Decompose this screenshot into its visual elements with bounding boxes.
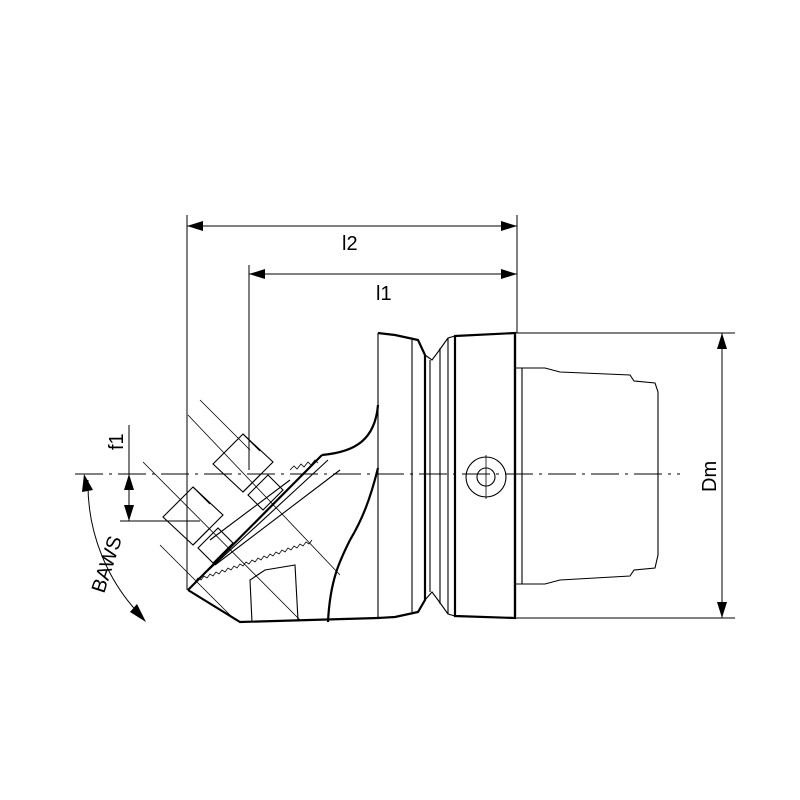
label-baws: BAWS	[88, 533, 127, 595]
holder-body	[377, 331, 659, 620]
label-l2: l2	[342, 233, 358, 255]
label-dm: Dm	[699, 461, 721, 492]
angle-baws: BAWS	[82, 474, 146, 622]
clamp-screw-upper	[212, 433, 284, 511]
dimension-l1: l1	[248, 265, 517, 470]
dimension-l2: l2	[186, 215, 518, 590]
dimension-dm: Dm	[515, 332, 735, 619]
label-f1: f1	[106, 433, 128, 450]
label-l1: l1	[376, 283, 392, 305]
dimension-f1: f1	[106, 425, 200, 522]
clamp-screw-lower	[162, 486, 234, 564]
angled-head	[142, 399, 380, 624]
